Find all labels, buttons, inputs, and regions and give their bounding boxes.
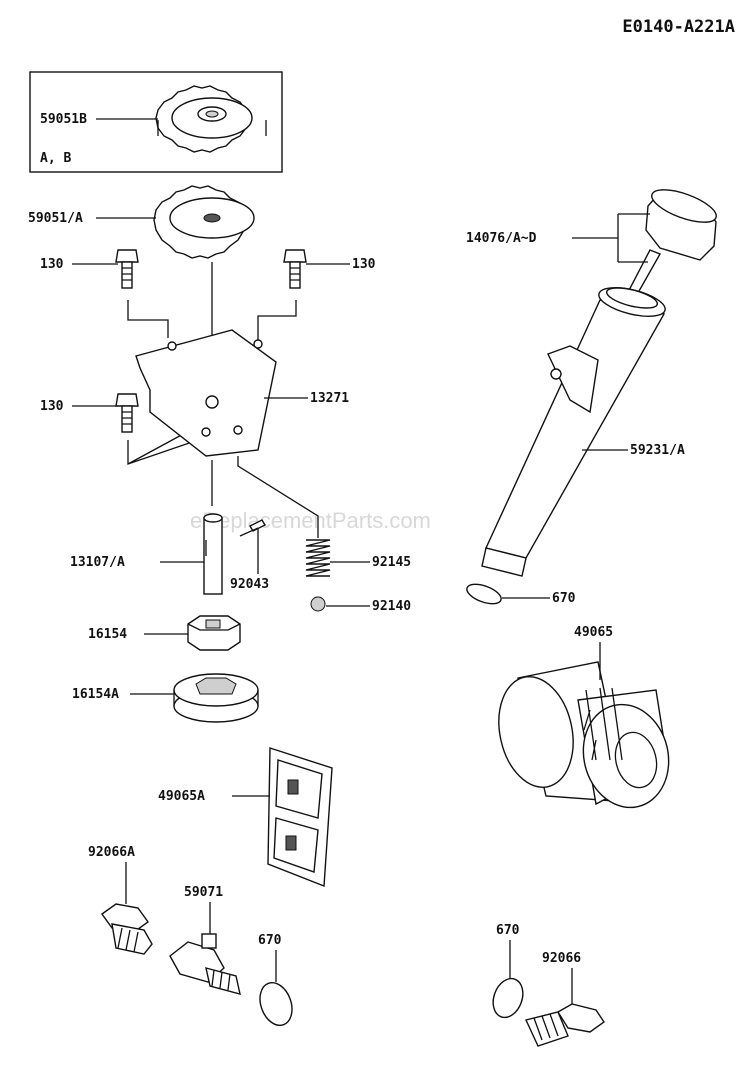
label-13107a: 13107/A bbox=[70, 555, 125, 570]
bolt-left-top-drawing bbox=[115, 249, 139, 289]
cover-plate-drawing bbox=[135, 329, 277, 457]
label-16154: 16154 bbox=[88, 627, 127, 642]
bolt-right-top-drawing bbox=[283, 249, 307, 289]
label-92140: 92140 bbox=[372, 599, 411, 614]
bolt-left-mid-drawing bbox=[115, 393, 139, 433]
shaft-drawing bbox=[203, 513, 223, 595]
dipstick-cap-drawing bbox=[625, 189, 717, 301]
oring-tube-drawing bbox=[466, 583, 502, 605]
inset-note: A, B bbox=[40, 151, 71, 166]
label-59051b: 59051B bbox=[40, 112, 87, 127]
oring-fitting-drawing bbox=[259, 981, 293, 1027]
label-130-left-mid: 130 bbox=[40, 399, 64, 414]
label-92043: 92043 bbox=[230, 577, 269, 592]
label-670-drain: 670 bbox=[496, 923, 520, 938]
drain-plug-drawing bbox=[525, 1003, 605, 1047]
label-130-left-top: 130 bbox=[40, 257, 64, 272]
ball-drawing bbox=[310, 596, 326, 612]
oil-fill-tube-drawing bbox=[481, 287, 666, 577]
label-59231a: 59231/A bbox=[630, 443, 685, 458]
spring-drawing bbox=[305, 539, 331, 577]
pin-drawing bbox=[249, 519, 266, 532]
label-92066a: 92066A bbox=[88, 845, 135, 860]
inner-rotor-drawing bbox=[187, 615, 241, 651]
outer-rotor-drawing bbox=[173, 673, 259, 723]
oring-drain-drawing bbox=[492, 977, 524, 1019]
label-14076: 14076/A~D bbox=[466, 231, 537, 246]
label-670-tube: 670 bbox=[552, 591, 576, 606]
inset-box bbox=[29, 71, 283, 173]
label-59071: 59071 bbox=[184, 885, 223, 900]
drain-plug-a-drawing bbox=[101, 903, 153, 955]
label-92066: 92066 bbox=[542, 951, 581, 966]
label-49065a: 49065A bbox=[158, 789, 205, 804]
label-130-right-top: 130 bbox=[352, 257, 376, 272]
label-92145: 92145 bbox=[372, 555, 411, 570]
watermark: eReplacementParts.com bbox=[190, 508, 431, 533]
gear-59051b-drawing bbox=[155, 85, 267, 153]
label-49065: 49065 bbox=[574, 625, 613, 640]
oil-filter-drawing bbox=[498, 661, 670, 809]
gear-59051a-drawing bbox=[153, 185, 255, 259]
fitting-drawing bbox=[169, 933, 241, 995]
label-59051a: 59051/A bbox=[28, 211, 83, 226]
screen-filter-drawing bbox=[267, 747, 333, 888]
label-16154a: 16154A bbox=[72, 687, 119, 702]
label-670-fitting: 670 bbox=[258, 933, 282, 948]
label-13271: 13271 bbox=[310, 391, 349, 406]
diagram-code: E0140-A221A bbox=[622, 17, 735, 37]
